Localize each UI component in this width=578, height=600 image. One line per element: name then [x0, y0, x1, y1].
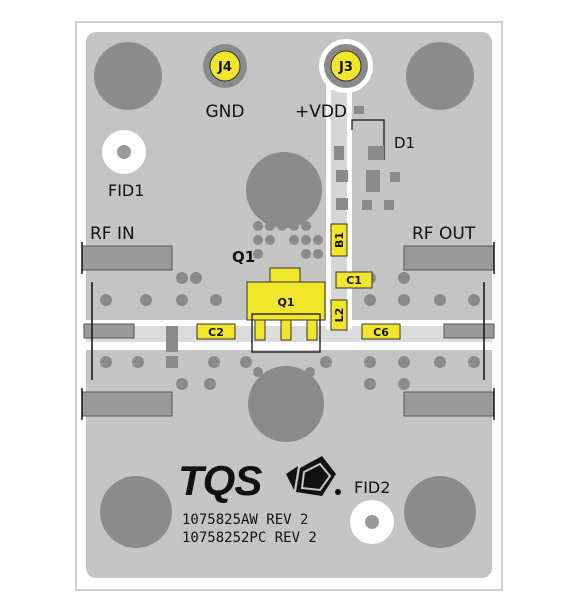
feed-pad-2 [336, 198, 348, 210]
part-number-1: 1075825AW REV 2 [182, 512, 308, 528]
feed-pad-5 [362, 200, 372, 210]
c2-label: C2 [208, 326, 224, 339]
rf-out-pin[interactable] [443, 323, 495, 339]
rf-out-pad-bottom [403, 391, 495, 417]
rf-in-pin[interactable] [83, 323, 135, 339]
l2-component[interactable] [330, 299, 348, 331]
rf-out-label: RF OUT [412, 224, 476, 244]
c2-ext-pad-a [166, 326, 178, 352]
d1-pad-c [334, 146, 344, 160]
j3-pin [330, 50, 362, 82]
c6-component[interactable] [361, 323, 401, 340]
fid1-label: FID1 [108, 181, 144, 200]
j4-label: J4 [217, 60, 232, 75]
d1-outline [351, 119, 385, 160]
vdd-label: +VDD [295, 102, 347, 122]
c1-component[interactable] [335, 271, 373, 289]
d1-pad-b [368, 146, 384, 160]
mounting-hole-bl [100, 476, 172, 548]
q1-silk-label: Q1 [232, 248, 255, 266]
c6-label: C6 [373, 326, 389, 339]
gnd-label: GND [206, 102, 245, 122]
b1-component[interactable] [330, 223, 348, 257]
q1-lead-1 [254, 319, 266, 341]
rf-out-pad-top [403, 245, 495, 271]
tqs-logo-text: TQS [178, 457, 262, 505]
rf-in-label: RF IN [90, 224, 135, 244]
c2-ext-pad-b [166, 356, 178, 368]
b1-label: B1 [333, 232, 346, 248]
q1-tab [269, 267, 301, 283]
mounting-hole-tr [406, 42, 474, 110]
q1-body-label: Q1 [277, 296, 294, 309]
c1-label: C1 [346, 274, 362, 287]
part-number-2: 10758252PC REV 2 [182, 530, 317, 546]
q1-outline [251, 313, 321, 353]
feed-pad-4 [390, 172, 400, 182]
d1-label: D1 [394, 134, 415, 152]
q1-lead-3 [306, 319, 318, 341]
feed-pad-3 [366, 170, 380, 192]
q1-lead-2 [280, 319, 292, 341]
feed-pad-1 [336, 170, 348, 182]
fiducial-fid1-dot [117, 145, 131, 159]
thermal-hole-top [246, 152, 322, 228]
fiducial-fid2-dot [365, 515, 379, 529]
mounting-hole-tl [94, 42, 162, 110]
rf-in-pad-top [81, 245, 173, 271]
rf-in-outline [81, 242, 93, 420]
mounting-hole-br [404, 476, 476, 548]
c2-component[interactable] [196, 323, 236, 340]
thermal-hole-bottom [248, 366, 324, 442]
l2-label: L2 [333, 308, 346, 323]
rf-in-pad-bottom [81, 391, 173, 417]
rf-out-outline [483, 242, 495, 420]
j4-pin [209, 50, 241, 82]
feed-pad-6 [384, 200, 394, 210]
tqs-logo-mark [286, 456, 341, 496]
j3-label: J3 [338, 60, 353, 75]
via-field [100, 221, 480, 390]
d1-pad-a [354, 106, 364, 114]
fid2-label: FID2 [354, 478, 390, 497]
